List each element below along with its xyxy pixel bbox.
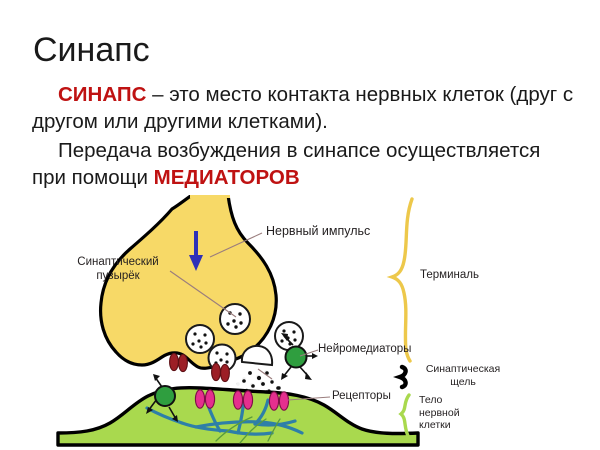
postsynaptic-receptor [268, 391, 290, 411]
synaptic-vesicle-group [185, 303, 304, 373]
accent-term-mediators: МЕДИАТОРОВ [153, 165, 300, 189]
paragraph-definition-rest: – это место контакта нервных клеток (дру… [32, 83, 574, 133]
neurotransmitter-sphere-presynaptic [281, 333, 318, 380]
label-synaptic-cleft: Синаптическая щель [425, 363, 501, 388]
label-synaptic-vesicle: Синаптический пузырёк [77, 256, 159, 282]
paragraph-transmission: Передача возбуждения в синапсе осуществл… [32, 138, 577, 191]
accent-term-synapse: СИНАПС [58, 83, 147, 106]
postsynaptic-receptor-group [194, 389, 290, 411]
leader-line-vesicle [169, 270, 237, 318]
postsynaptic-cell-body [56, 386, 420, 447]
paragraph-definition: СИНАПС – это место контакта нервных клет… [32, 82, 577, 135]
body-text-block: СИНАПС – это место контакта нервных клет… [32, 82, 577, 191]
neurotransmitter-sphere-postsynaptic [146, 374, 178, 422]
leader-line-nerve-impulse [209, 232, 263, 258]
leader-lines [169, 232, 331, 401]
label-nerve-cell-body: Тело нервной клетки [419, 394, 460, 431]
paragraph-transmission-start: Передача возбуждения в синапсе осуществл… [32, 139, 541, 189]
leader-line-neurotransmitters [299, 349, 319, 357]
synapse-diagram: Нервный импульс Синаптический пузырёк Не… [0, 195, 600, 450]
label-receptors: Рецепторы [332, 390, 391, 402]
presynaptic-receptor [169, 352, 188, 373]
nerve-impulse-arrow [189, 231, 203, 271]
leader-line-cleft-dot [257, 368, 273, 380]
postsynaptic-receptor [194, 389, 216, 409]
synaptic-vesicle [185, 324, 215, 354]
presynaptic-receptor-group [169, 352, 230, 383]
brace-nerve-cell-body [398, 393, 411, 440]
cytoskeleton-fibers-thin [215, 416, 281, 444]
brace-terminal [386, 197, 414, 363]
label-neurotransmitters: Нейромедиаторы [318, 343, 412, 355]
page-title: Синапс [33, 31, 150, 69]
brace-synaptic-cleft [393, 364, 408, 390]
label-terminal: Терминаль [420, 269, 479, 281]
leader-line-receptors [287, 396, 331, 401]
presynaptic-receptor [211, 362, 230, 383]
label-nerve-impulse: Нервный импульс [266, 224, 371, 238]
synaptic-vesicle [274, 321, 304, 351]
fusing-vesicle [240, 344, 274, 367]
postsynaptic-receptor [232, 390, 254, 410]
terminal-top-seam [190, 195, 230, 198]
